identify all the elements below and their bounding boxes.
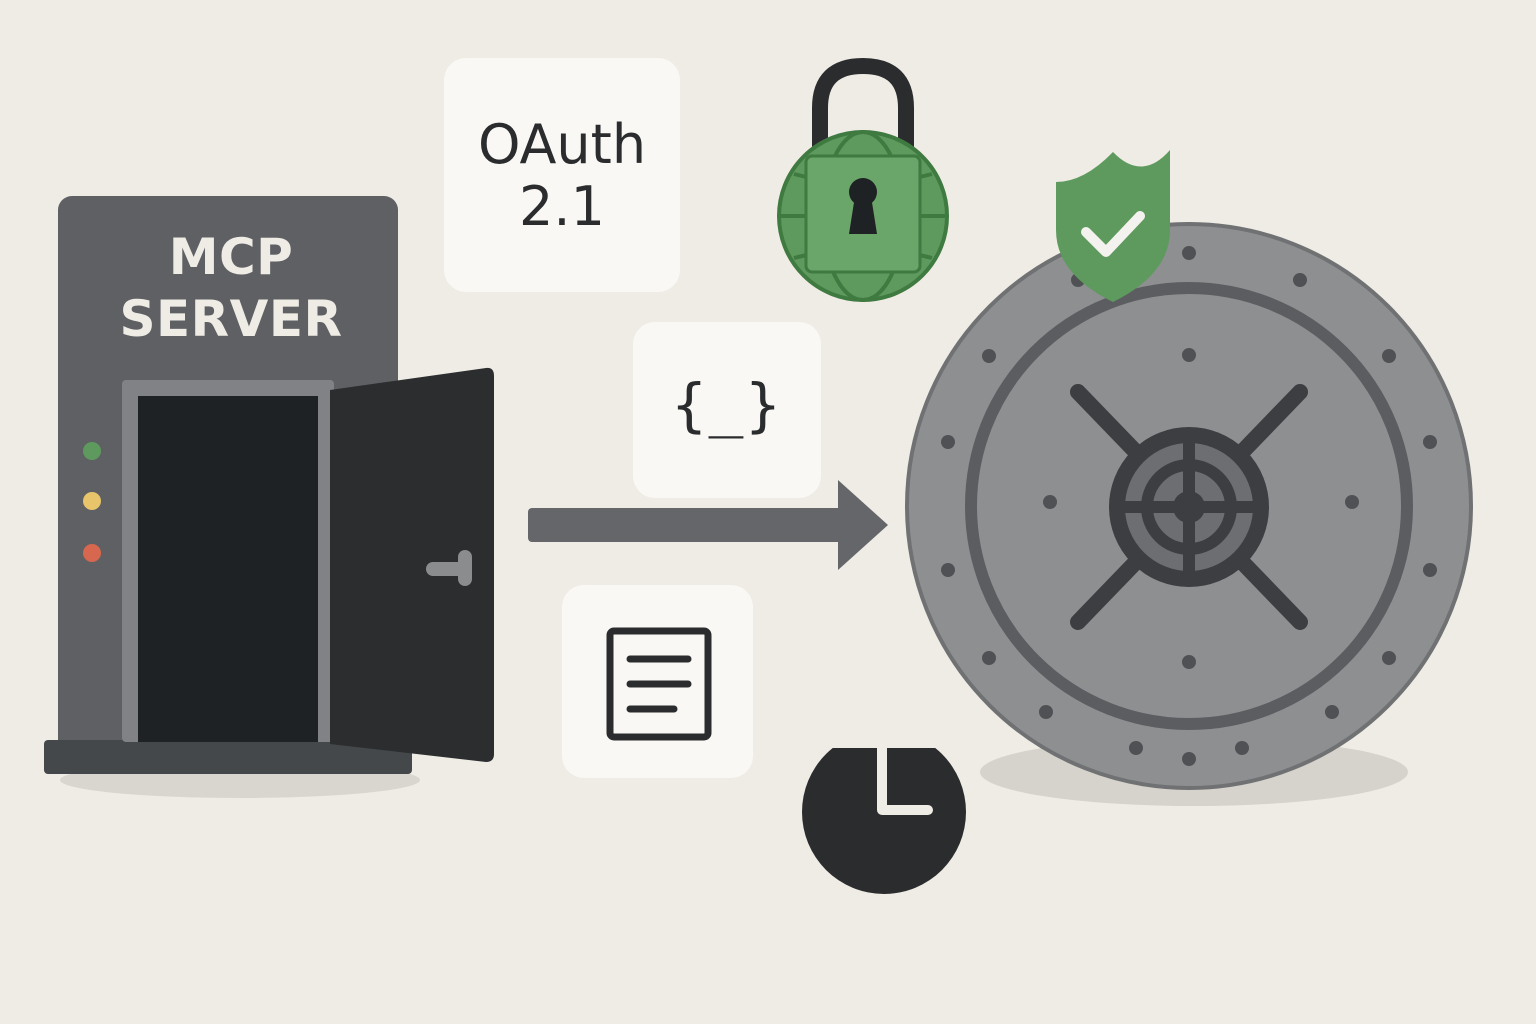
code-card: [633, 322, 821, 498]
document-icon: [562, 585, 753, 778]
status-light-yellow: [83, 492, 101, 510]
status-light-red: [83, 544, 101, 562]
oauth-card: [444, 58, 680, 292]
arrow-right-icon: [520, 470, 900, 580]
server-open-door[interactable]: [330, 366, 500, 766]
clock-icon: [800, 748, 972, 900]
mcp-server-title: MCP SERVER: [119, 228, 343, 348]
code-braces-icon: {_}: [671, 371, 783, 439]
vault-door-icon: [900, 150, 1500, 810]
status-light-green: [83, 442, 101, 460]
oauth-label: OAuth 2.1: [477, 113, 647, 238]
shield-check-icon: [1054, 150, 1172, 304]
server-door-opening: [138, 396, 318, 742]
padlock-globe-icon: [770, 56, 960, 306]
